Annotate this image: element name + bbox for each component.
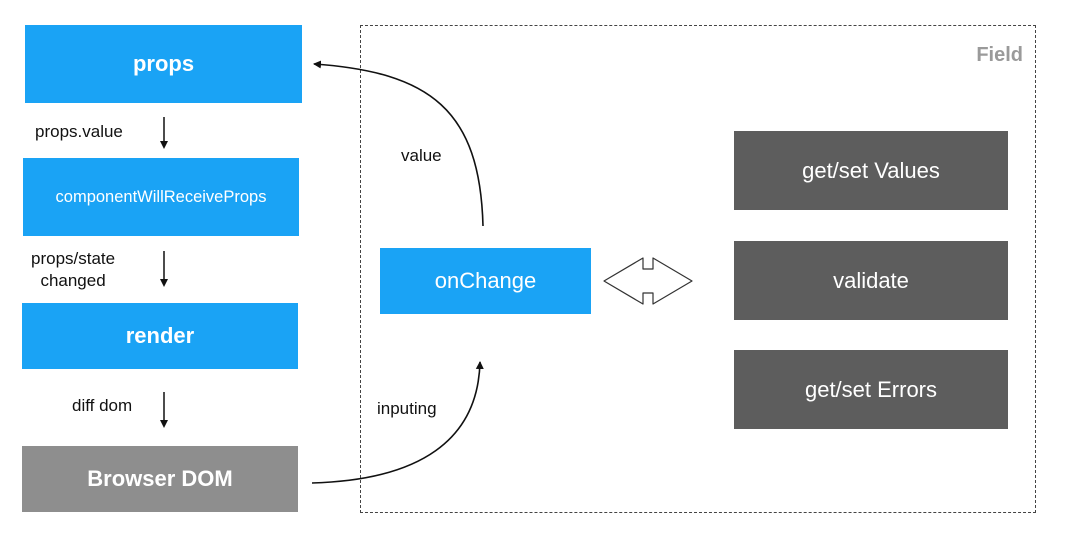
on-change-label: onChange bbox=[434, 268, 537, 293]
props-state-changed-label: props/state changed bbox=[31, 248, 115, 292]
get-set-values-label: get/set Values bbox=[802, 157, 940, 183]
props-state-label-line1: props/state bbox=[31, 249, 116, 268]
props-label: props bbox=[132, 51, 195, 76]
value-label: value bbox=[401, 146, 442, 165]
field-title: Field bbox=[976, 44, 1023, 66]
diff-dom-arrow bbox=[160, 392, 168, 428]
validate-label: validate bbox=[833, 267, 909, 293]
render-label: render bbox=[125, 323, 195, 348]
inputing-label: inputing bbox=[377, 399, 437, 418]
props-value-label: props.value bbox=[35, 122, 123, 141]
browser-dom-label: Browser DOM bbox=[87, 466, 233, 491]
diff-dom-label: diff dom bbox=[72, 396, 133, 415]
component-will-receive-props-label: componentWillReceiveProps bbox=[55, 187, 267, 206]
component-will-receive-props-box: componentWillReceiveProps bbox=[23, 158, 299, 236]
props-state-label-line2: changed bbox=[40, 271, 106, 290]
browser-dom-box: Browser DOM bbox=[22, 446, 298, 512]
render-box: render bbox=[22, 303, 298, 369]
get-set-errors-box: get/set Errors bbox=[734, 350, 1008, 429]
field-container: Field bbox=[360, 25, 1036, 513]
props-box: props bbox=[25, 25, 302, 103]
validate-box: validate bbox=[734, 241, 1008, 320]
props-value-arrow bbox=[160, 117, 168, 149]
get-set-values-box: get/set Values bbox=[734, 131, 1008, 210]
get-set-errors-label: get/set Errors bbox=[804, 376, 938, 402]
on-change-box: onChange bbox=[380, 248, 591, 314]
props-state-arrow bbox=[160, 251, 168, 287]
